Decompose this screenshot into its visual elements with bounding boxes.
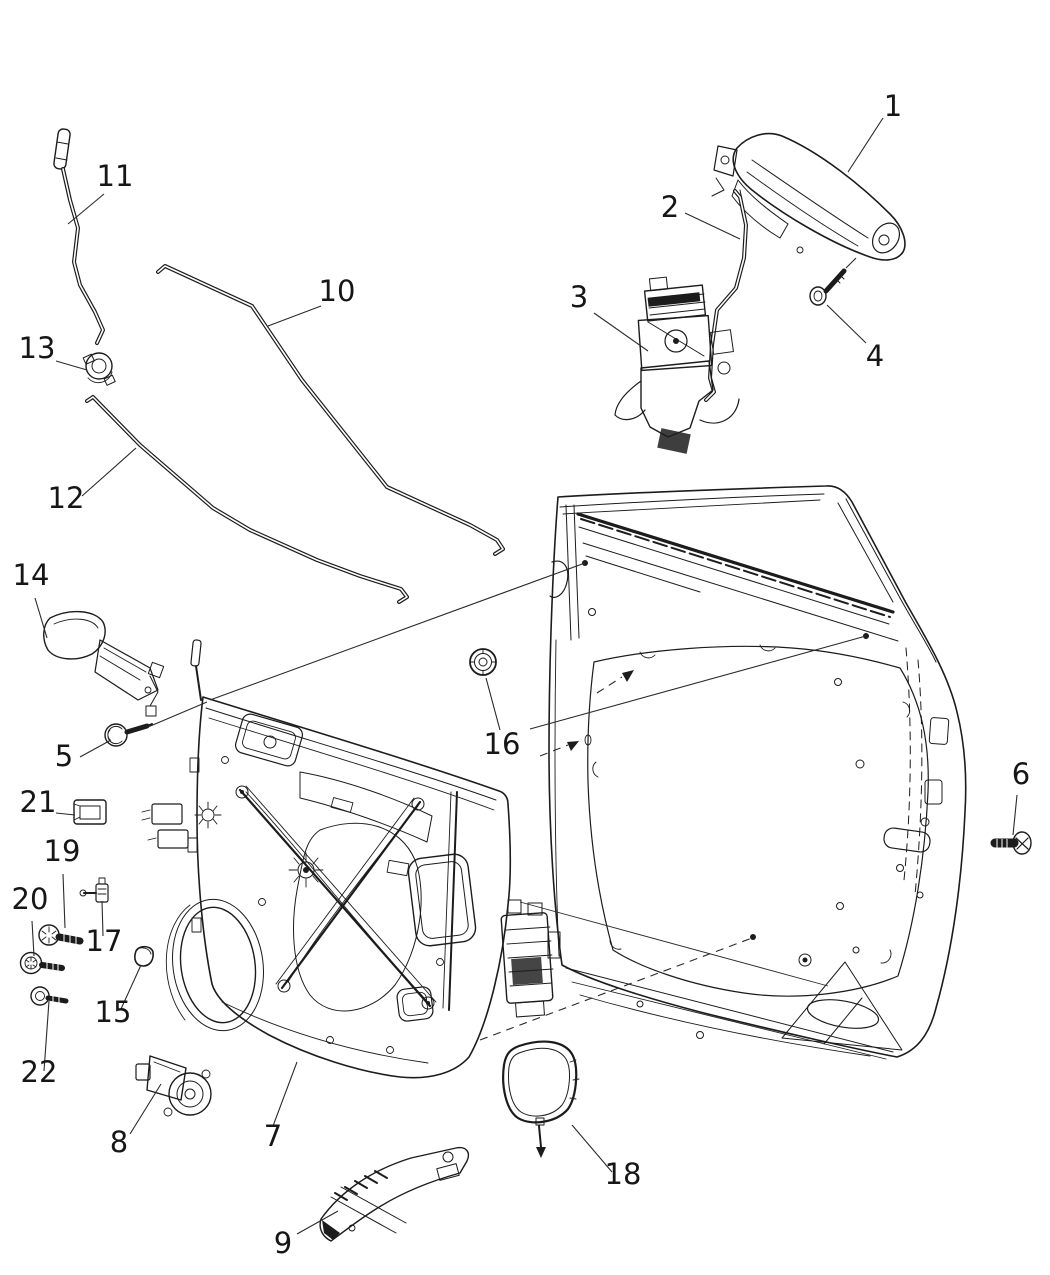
screw-22-drawing	[30, 986, 69, 1006]
callout-11: 11	[97, 159, 134, 193]
callout-9: 9	[274, 1226, 292, 1260]
panel-grommet-drawing	[469, 648, 497, 676]
window-motor-drawing	[135, 1055, 212, 1117]
callout-leader-lines	[31, 117, 1018, 1235]
callout-14: 14	[13, 558, 50, 592]
callout-15: 15	[95, 995, 132, 1029]
projection-lines	[147, 562, 867, 1041]
handle-screw-drawing	[809, 257, 857, 306]
callout-7: 7	[264, 1119, 282, 1153]
support-bracket-drawing	[319, 1146, 470, 1242]
panel-latch-module	[500, 899, 561, 1018]
callout-2: 2	[661, 190, 679, 224]
callout-17: 17	[86, 924, 123, 958]
callout-1: 1	[884, 89, 902, 123]
latch-rod-drawing	[156, 264, 505, 556]
carrier-panel-drawing	[141, 639, 561, 1079]
callout-10: 10	[319, 274, 356, 308]
door-latch-drawing	[614, 276, 740, 454]
callout-18: 18	[605, 1157, 642, 1191]
bushing-drawing	[134, 945, 154, 967]
handle-mount-screw-drawing	[104, 723, 153, 747]
retainer-clip-drawing	[73, 799, 107, 825]
door-shell-drawing	[548, 485, 967, 1060]
callout-21: 21	[20, 785, 57, 819]
callout-3: 3	[570, 280, 588, 314]
callout-5: 5	[55, 739, 73, 773]
rod-grommet-drawing	[82, 352, 116, 386]
latch-gasket-drawing	[502, 1040, 580, 1158]
lock-rod-drawing	[53, 128, 105, 345]
callout-6: 6	[1012, 757, 1030, 791]
callout-16: 16	[484, 727, 521, 761]
callout-22: 22	[21, 1055, 58, 1089]
callout-19: 19	[44, 834, 81, 868]
callout-13: 13	[19, 331, 56, 365]
clip-pin-drawing	[79, 877, 109, 903]
regulator-drum	[194, 801, 324, 888]
callout-4: 4	[866, 339, 884, 373]
handle-link-rod-drawing	[704, 189, 748, 402]
interior-handle-drawing	[43, 611, 165, 717]
callout-numbers: 1 2 3 4 5 6 7 8 9 10 11 12 13 14 15 16 1…	[12, 89, 1031, 1260]
bolt-20-drawing	[19, 951, 65, 975]
callout-20: 20	[12, 882, 49, 916]
inside-handle-rod-drawing	[85, 395, 409, 604]
bolt-19-drawing	[38, 924, 84, 946]
callout-12: 12	[48, 481, 85, 515]
exterior-handle-drawing	[711, 132, 906, 261]
callout-8: 8	[110, 1125, 128, 1159]
door-bolt-drawing	[990, 831, 1032, 855]
